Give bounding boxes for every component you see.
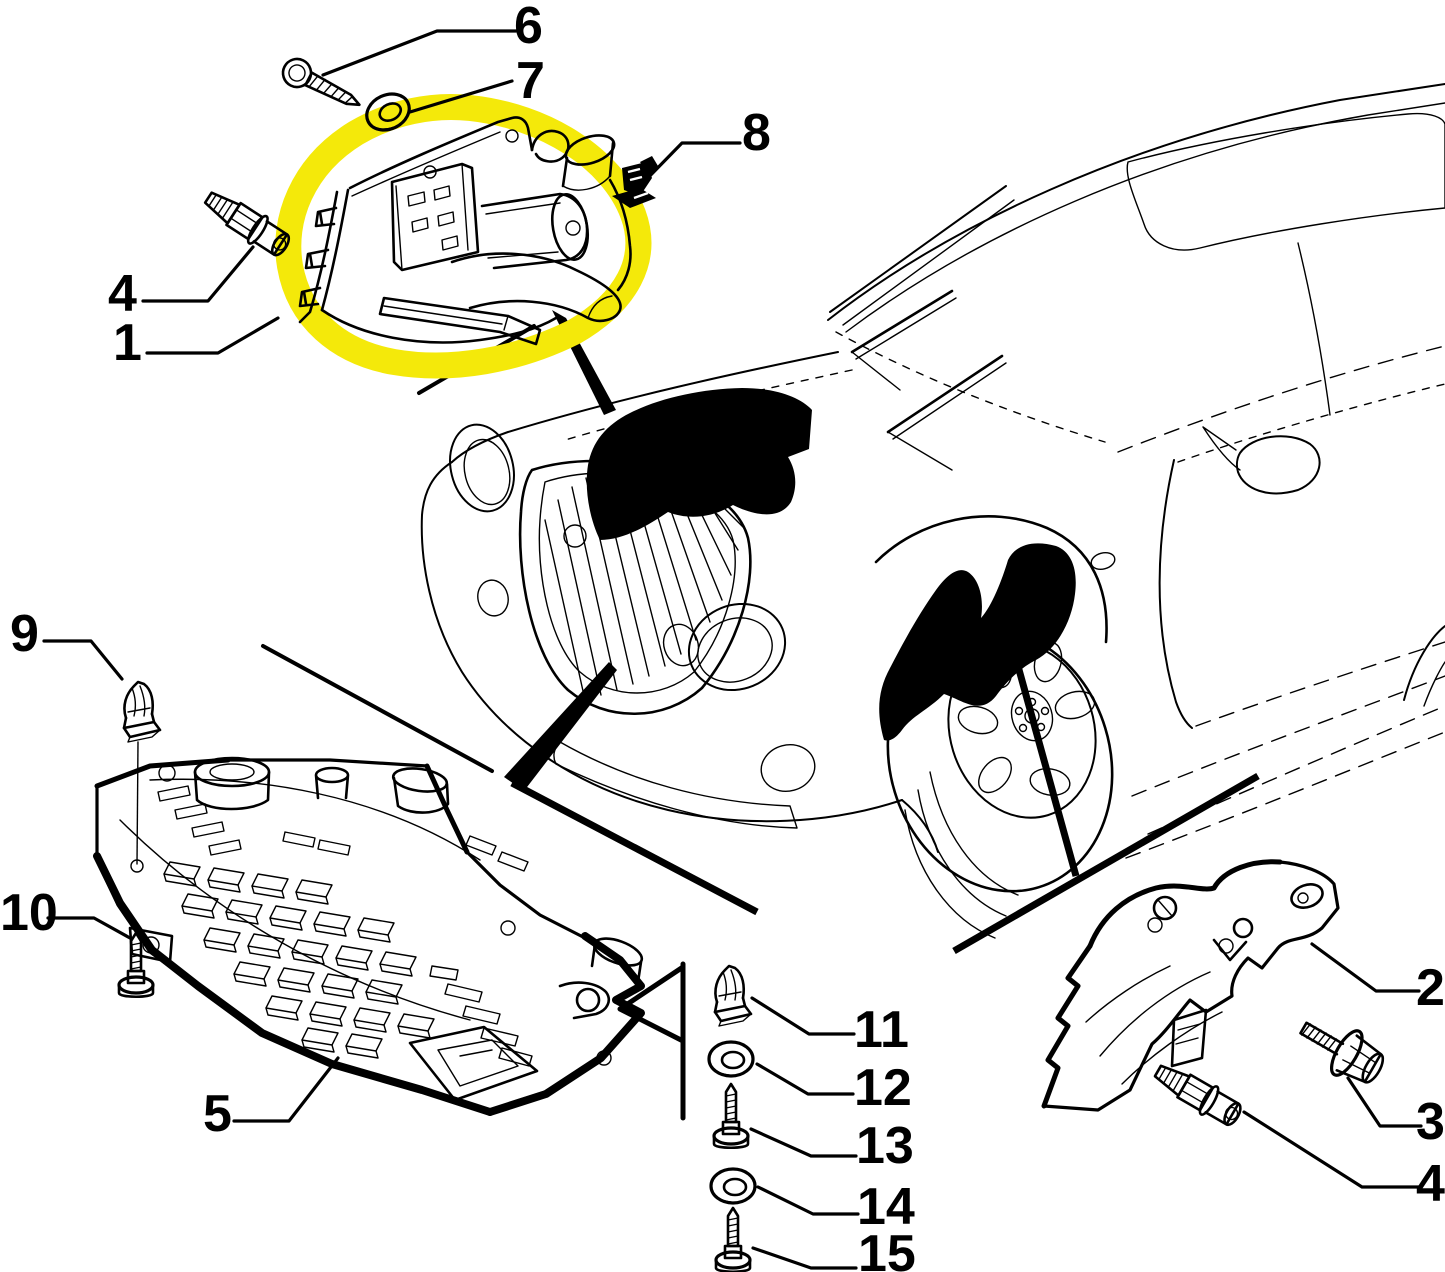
callout-leader-lines (42, 29, 1423, 1270)
leader-line-5 (232, 1056, 340, 1123)
sunroof (1126, 112, 1445, 251)
callout-3[interactable]: 3 (1416, 1093, 1445, 1151)
leader-line-15 (751, 1246, 858, 1270)
callout-8[interactable]: 8 (742, 104, 771, 162)
callout-2[interactable]: 2 (1416, 959, 1445, 1017)
callout-11[interactable]: 11 (854, 1001, 909, 1059)
leader-line-1 (145, 316, 280, 355)
callout-14[interactable]: 14 (857, 1178, 915, 1236)
callout-9[interactable]: 9 (10, 605, 39, 663)
leader-line-4-bottom (1242, 1110, 1421, 1189)
wheelarch-location-blob (879, 543, 1076, 741)
wipers (850, 289, 1007, 471)
leader-line-7 (408, 79, 514, 114)
leader-line-10 (46, 916, 132, 940)
callout-12[interactable]: 12 (854, 1059, 912, 1117)
callout-4-top[interactable]: 4 (108, 265, 137, 323)
callout-4-bottom[interactable]: 4 (1416, 1155, 1445, 1213)
leader-line-4-top (141, 245, 255, 303)
bolt-3-icon[interactable] (1291, 1006, 1391, 1093)
side-mirror (1202, 426, 1321, 495)
leader-line-3 (1346, 1076, 1423, 1128)
hood-location-blob (586, 388, 812, 540)
callout-6[interactable]: 6 (514, 0, 543, 55)
part-1-bracket[interactable] (298, 116, 632, 346)
leader-line-2 (1310, 942, 1421, 993)
part-5-shield[interactable] (93, 756, 645, 1116)
callout-7[interactable]: 7 (516, 52, 545, 110)
callout-1[interactable]: 1 (113, 314, 142, 372)
leader-line-8 (638, 141, 742, 188)
screw-6-icon[interactable] (278, 54, 366, 117)
headlights (449, 423, 816, 792)
leader-line-11 (750, 996, 856, 1036)
part-2-bracket[interactable] (1041, 859, 1340, 1112)
sensor-4-bottom-icon[interactable] (1150, 1057, 1246, 1131)
leader-line-14 (756, 1185, 860, 1216)
sensor-4-top-icon[interactable] (200, 184, 295, 261)
leader-line-9 (42, 639, 124, 681)
callout-13[interactable]: 13 (856, 1117, 914, 1175)
callout-15[interactable]: 15 (858, 1225, 916, 1272)
clip-9-guide-line (136, 741, 139, 865)
callout-10[interactable]: 10 (0, 884, 58, 942)
callout-5[interactable]: 5 (203, 1085, 232, 1143)
clip-8-icon[interactable] (612, 156, 658, 208)
leader-line-13 (749, 1127, 858, 1158)
leader-line-12 (755, 1062, 855, 1096)
leader-line-6 (321, 29, 518, 77)
